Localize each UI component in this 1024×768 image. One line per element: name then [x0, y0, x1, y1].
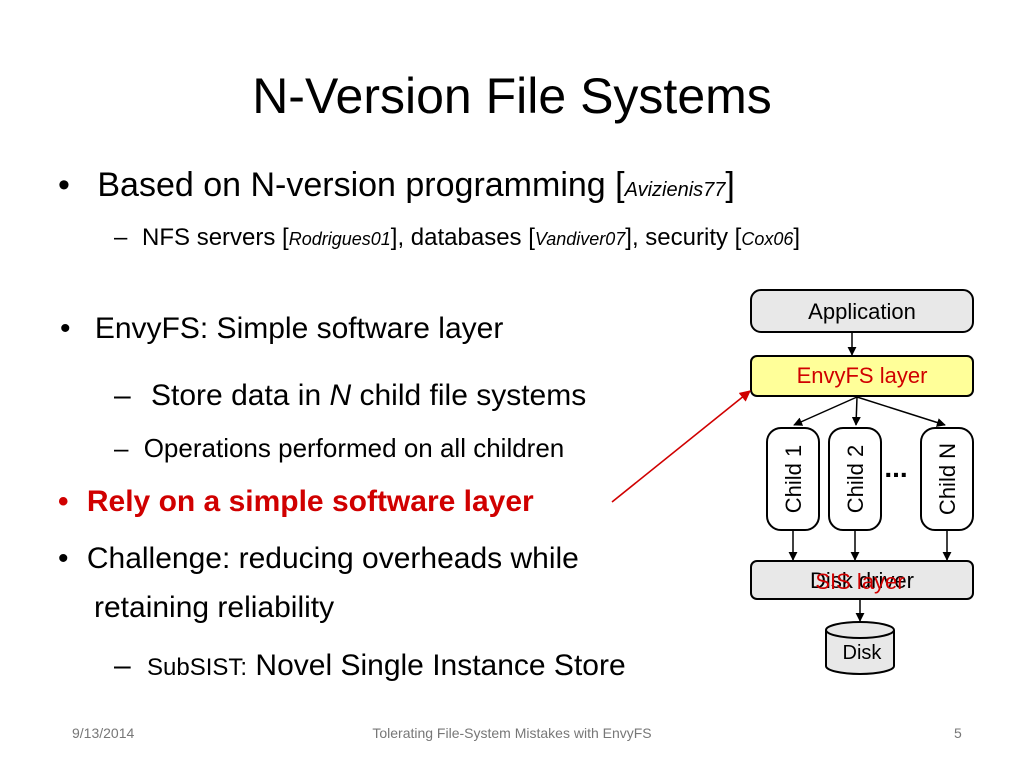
ellipsis-label: ...: [884, 452, 907, 483]
child-1-box: [766, 427, 820, 531]
citation-vandiver: Vandiver07: [534, 229, 626, 249]
footer-title: Tolerating File-System Mistakes with Env…: [372, 725, 652, 741]
dash: –: [114, 224, 128, 251]
child-n-label: Child N: [935, 443, 960, 515]
sub-bullet-1-text-a: NFS servers [: [142, 224, 289, 251]
envyfs-layer-label: EnvyFS layer: [797, 363, 928, 388]
disk-driver-box: [750, 560, 974, 600]
sub-bullet-4-label: SubSIST:: [147, 654, 248, 681]
bullet-1-close: ]: [725, 166, 735, 204]
sub-bullet-3-text: Operations performed on all children: [143, 433, 565, 463]
citation-rodrigues: Rodrigues01: [288, 229, 391, 249]
disk-cylinder-top: [825, 621, 895, 639]
sub-bullet-1-text-d: ]: [793, 224, 801, 251]
envyfs-layer-box: [750, 355, 974, 397]
arrow-envyfs-to-child-2: [851, 396, 861, 426]
bullet-dot: •: [58, 485, 69, 518]
bullet-4: • Challenge: reducing overheads while: [58, 541, 579, 577]
bullet-3: • Rely on a simple software layer: [58, 484, 534, 520]
bullet-3-text: Rely on a simple software layer: [86, 485, 534, 518]
child-2-box: [828, 427, 882, 531]
sis-layer-label: SIS layer: [815, 569, 904, 594]
dash: –: [114, 379, 131, 412]
bullet-2-text: EnvyFS: Simple software layer: [94, 312, 504, 345]
sub-bullet-1-text-c: ], security [: [625, 224, 742, 251]
arrow-envyfs-to-child-n: [856, 396, 946, 427]
disk-driver-label: Disk driver: [810, 568, 914, 593]
bullet-2: • EnvyFS: Simple software layer: [60, 311, 503, 347]
arrow-envyfs-to-child-1: [793, 396, 858, 426]
child-n-box: [920, 427, 974, 531]
citation-cox: Cox06: [741, 229, 794, 249]
bullet-1-citation: Avizienis77: [624, 179, 726, 201]
sub-bullet-3: – Operations performed on all children: [114, 432, 564, 464]
slide-title: N-Version File Systems: [252, 68, 772, 124]
child-2-label: Child 2: [843, 445, 868, 513]
bullet-dot: •: [58, 166, 70, 204]
dash: –: [114, 649, 131, 682]
sub-bullet-1-text-b: ], databases [: [390, 224, 535, 251]
disk-cylinder-body: [825, 630, 895, 675]
bullet-4-text-line-1: Challenge: reducing overheads while: [86, 542, 579, 575]
sub-bullet-1: – NFS servers [Rodrigues01], databases […: [114, 223, 800, 254]
bullet-1: • Based on N-version programming [Avizie…: [58, 165, 735, 210]
bullet-dot: •: [58, 542, 69, 575]
red-pointer-arrow: [611, 390, 751, 503]
child-1-label: Child 1: [781, 445, 806, 513]
bullet-4-text-line-2: retaining reliability: [94, 591, 335, 624]
sub-bullet-4: – SubSIST: Novel Single Instance Store: [114, 648, 626, 686]
footer-page-number: 5: [954, 725, 962, 741]
sub-bullet-2-text-a: Store data in: [151, 379, 330, 412]
bullet-1-text: Based on N-version programming [: [97, 166, 625, 204]
footer-date: 9/13/2014: [72, 725, 135, 741]
sub-bullet-2-n: N: [329, 379, 352, 412]
bullet-dot: •: [60, 312, 71, 345]
sub-bullet-2-text-b: child file systems: [351, 379, 587, 412]
application-box: [750, 289, 974, 333]
disk-label: Disk: [843, 642, 883, 664]
application-label: Application: [808, 299, 916, 324]
sub-bullet-4-text: Novel Single Instance Store: [247, 649, 626, 682]
sub-bullet-2: – Store data in N child file systems: [114, 378, 586, 414]
dash: –: [114, 433, 129, 463]
